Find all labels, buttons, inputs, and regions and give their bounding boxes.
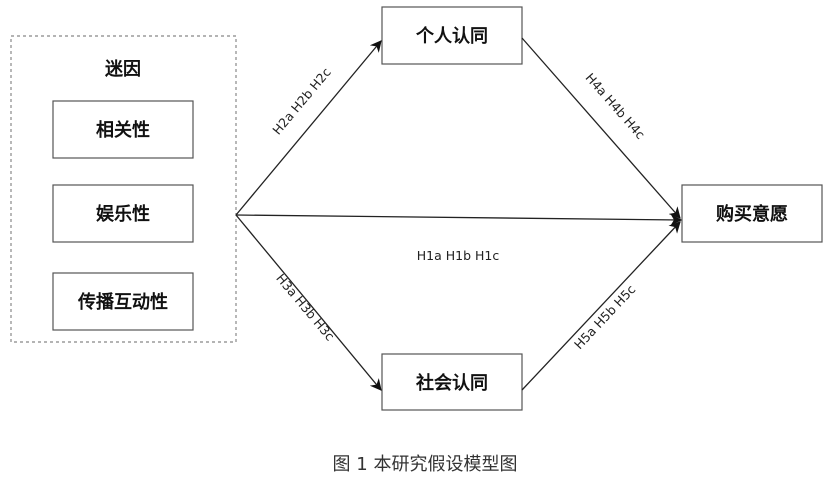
edge-h5-label: H5a H5b H5c <box>571 282 638 352</box>
relevance-box <box>52 100 194 159</box>
personal-identity-label: 个人认同 <box>415 25 488 47</box>
social-identity-box <box>381 353 523 411</box>
meme-group-border <box>10 35 237 343</box>
relevance-label: 相关性 <box>96 119 150 141</box>
edge-h3 <box>235 214 382 391</box>
edge-h4 <box>521 37 681 219</box>
meme-group: 迷因 相关性 娱乐性 传播互动性 <box>10 35 237 343</box>
edge-h4-label: H4a H4b H4c <box>583 70 649 142</box>
interaction-label: 传播互动性 <box>77 291 168 313</box>
edge-h2 <box>235 40 382 216</box>
purchase-intention-box <box>681 184 823 243</box>
personal-identity-box <box>381 6 523 65</box>
edge-h2-label: H2a H2b H2c <box>269 65 334 138</box>
interaction-box <box>52 272 194 331</box>
entertainment-label: 娱乐性 <box>96 203 150 225</box>
figure-caption: 图 1 本研究假设模型图 <box>333 454 518 475</box>
purchase-intention-label: 购买意愿 <box>716 203 788 225</box>
social-identity-label: 社会认同 <box>416 372 488 394</box>
meme-group-title: 迷因 <box>104 59 141 80</box>
edge-h3-label: H3a H3b H3c <box>273 271 338 344</box>
edge-h1-label: H1a H1b H1c <box>417 248 500 263</box>
edge-h1 <box>235 214 683 226</box>
edge-h5 <box>521 221 681 391</box>
entertainment-box <box>52 184 194 243</box>
